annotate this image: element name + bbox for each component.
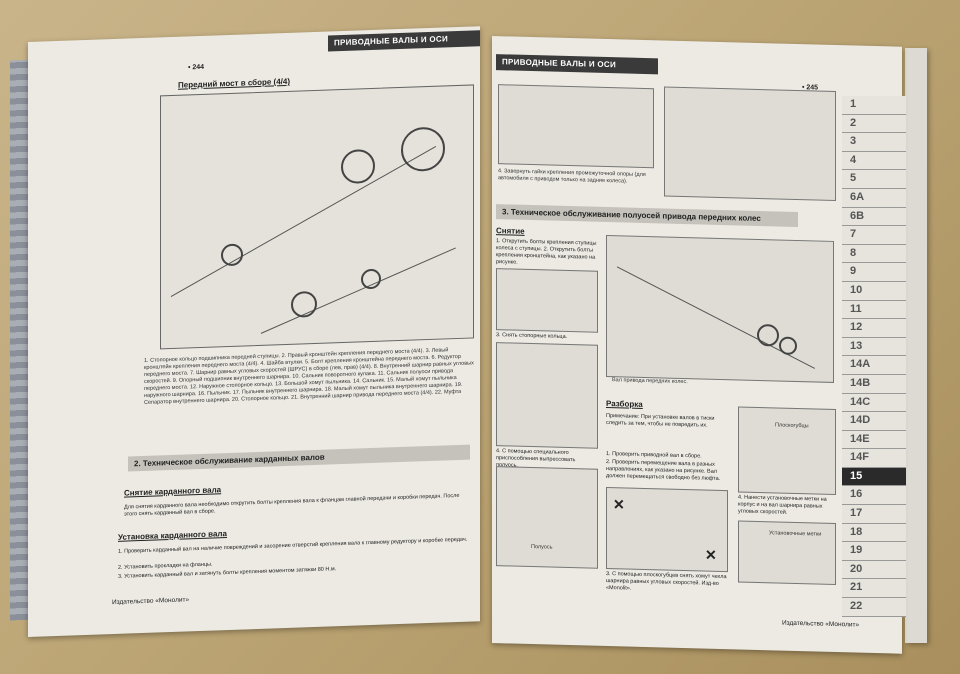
- chapter-tab-17[interactable]: 17: [842, 505, 906, 524]
- chapter-tab-3[interactable]: 3: [842, 133, 906, 152]
- figure-caption: 1. Стопорное кольцо подшипника передней …: [144, 347, 474, 406]
- chapter-tab-14c[interactable]: 14C: [842, 393, 906, 413]
- fig-axle-exploded: [606, 234, 834, 383]
- left-page-header: ПРИВОДНЫЕ ВАЛЫ И ОСИ: [328, 30, 480, 52]
- chapter-tab-14d[interactable]: 14D: [842, 412, 906, 431]
- chapter-tab-14e[interactable]: 14E: [842, 430, 906, 450]
- chapter-tab-9[interactable]: 9: [842, 263, 906, 282]
- label-semi-axle: Полуось: [531, 544, 553, 551]
- disassembly-step-2: 2. Проверить перемещение вала в разных н…: [606, 458, 721, 482]
- fig-bracket: [496, 268, 598, 333]
- chapter-tab-16[interactable]: 16: [842, 486, 906, 506]
- chapter-tab-5[interactable]: 5: [842, 170, 906, 189]
- fig-puller: Полуось: [496, 466, 598, 569]
- step-marks: 4. Нанести установочные метки на корпус …: [738, 494, 827, 516]
- label-pliers: Плоскогубцы: [775, 422, 809, 430]
- chapter-tab-8[interactable]: 8: [842, 244, 906, 264]
- note-text: Примечание: При установке валов в тиски …: [606, 412, 715, 429]
- left-page: ПРИВОДНЫЕ ВАЛЫ И ОСИ • 244 Передний мост…: [28, 26, 480, 637]
- chapter-tab-1[interactable]: 1: [842, 96, 906, 115]
- section-title-cardan: 2. Техническое обслуживание карданных ва…: [128, 444, 470, 472]
- chapter-tab-6b[interactable]: 6B: [842, 207, 906, 227]
- label-marks: Установочные метки: [769, 530, 822, 538]
- right-footer: Издательство «Монолит»: [782, 619, 860, 629]
- right-page-header: ПРИВОДНЫЕ ВАЛЫ И ОСИ: [496, 54, 658, 75]
- x-mark: ✕: [613, 496, 625, 513]
- fig-intermediate-support: [498, 84, 654, 169]
- step-snap-ring: 3. Снять стопорные кольца.: [496, 332, 568, 340]
- fig-pliers: Плоскогубцы: [738, 406, 836, 496]
- figure-title: Передний мост в сборе (4/4): [178, 76, 291, 90]
- right-page-stack-edge: [905, 48, 927, 643]
- fig-top-caption: 4. Завернуть гайки крепления промежуточн…: [498, 168, 646, 185]
- chapter-tab-11[interactable]: 11: [842, 300, 906, 320]
- chapter-tab-14b[interactable]: 14B: [842, 374, 906, 394]
- chapter-tab-2[interactable]: 2: [842, 114, 906, 134]
- fig-marks: Установочные метки: [738, 520, 836, 586]
- chapter-tab-13[interactable]: 13: [842, 337, 906, 357]
- left-page-number: • 244: [188, 63, 205, 72]
- chapter-tab-12[interactable]: 12: [842, 319, 906, 338]
- disassembly-title: Разборка: [606, 398, 643, 409]
- exploded-axle-diagram: [160, 84, 474, 350]
- chapter-tab-14f[interactable]: 14F: [842, 449, 906, 468]
- chapter-tab-14a[interactable]: 14A: [842, 356, 906, 375]
- removal-text-right: 1. Открутить болты крепления ступицы кол…: [496, 238, 597, 266]
- chapter-tab-7[interactable]: 7: [842, 226, 906, 245]
- removal-title-right: Снятие: [496, 226, 525, 236]
- right-page: ПРИВОДНЫЕ ВАЛЫ И ОСИ • 245 4. Завернуть …: [492, 36, 902, 654]
- fig-rear-axle: [664, 86, 836, 202]
- chapter-tab-4[interactable]: 4: [842, 151, 906, 171]
- chapter-tab-22[interactable]: 22: [842, 598, 906, 617]
- chapter-tab-18[interactable]: 18: [842, 523, 906, 543]
- chapter-tab-19[interactable]: 19: [842, 542, 906, 561]
- removal-title: Снятие карданного вала: [124, 485, 222, 498]
- chapter-tab-6a[interactable]: 6A: [842, 188, 906, 208]
- removal-text: Для снятия карданного вала необходимо от…: [124, 492, 460, 518]
- chapter-tab-21[interactable]: 21: [842, 579, 906, 599]
- chapter-tab-10[interactable]: 10: [842, 281, 906, 301]
- chapter-tab-20[interactable]: 20: [842, 560, 906, 580]
- section-title-semi-axle: 3. Техническое обслуживание полуосей при…: [496, 204, 798, 228]
- fig-free-play: ✕ ✕: [606, 486, 728, 573]
- install-title: Установка карданного вала: [118, 529, 227, 542]
- left-footer: Издательство «Монолит»: [112, 596, 190, 607]
- x-mark: ✕: [705, 546, 717, 563]
- axle-caption: Вал привода передних колес.: [612, 377, 688, 386]
- step-clamp: 3. С помощью плоскогубцев снять хомут че…: [606, 570, 727, 592]
- fig-snap-ring: [496, 342, 598, 449]
- chapter-tab-15[interactable]: 15: [842, 467, 906, 487]
